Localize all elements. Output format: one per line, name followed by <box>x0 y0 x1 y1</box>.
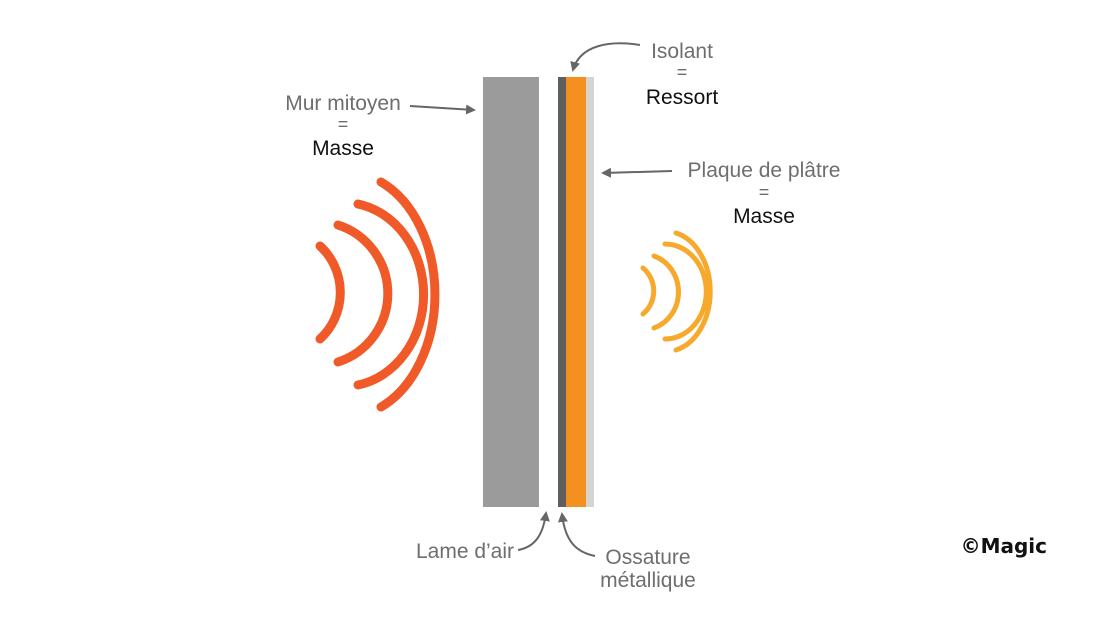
label-isolant: Isolant <box>651 40 713 63</box>
sound-waves-loud-icon <box>315 177 440 412</box>
label-ossature-line2: métallique <box>600 569 696 592</box>
label-isolant-equals: = <box>677 62 688 82</box>
label-isolant-role: Ressort <box>646 86 719 109</box>
metal-frame <box>558 77 566 507</box>
label-mur-mitoyen-equals: = <box>338 114 349 134</box>
sound-waves-quiet-icon <box>640 230 713 353</box>
quiet-wave-3 <box>662 241 709 342</box>
label-plaque-de-platre: Plaque de plâtre <box>688 159 841 182</box>
label-lame-d-air: Lame d’air <box>416 540 514 563</box>
curved-arrow-icon <box>409 42 673 557</box>
label-mur-mitoyen: Mur mitoyen <box>285 92 401 115</box>
arrow-mur-mitoyen <box>409 104 476 115</box>
loud-wave-3 <box>353 199 429 390</box>
insulation-layer <box>566 77 586 507</box>
arrow-isolant <box>570 42 641 72</box>
loud-wave-2 <box>333 220 393 367</box>
loud-wave-1 <box>315 241 345 344</box>
quiet-wave-2 <box>651 253 681 331</box>
copyright-mark: ©Magic <box>961 534 1047 558</box>
quiet-wave-4 <box>673 230 713 353</box>
party-wall <box>483 77 539 507</box>
arrow-lame-d-air <box>517 511 550 551</box>
label-ossature-line1: Ossature <box>605 546 690 569</box>
label-plaque-de-platre-role: Masse <box>733 205 795 228</box>
arrow-ossature <box>557 512 596 557</box>
quiet-wave-1 <box>640 265 657 317</box>
label-mur-mitoyen-role: Masse <box>312 137 374 160</box>
arrow-plaque-de-platre <box>601 167 673 178</box>
label-plaque-de-platre-equals: = <box>759 182 770 202</box>
loud-wave-4 <box>376 177 440 412</box>
plasterboard <box>586 77 594 507</box>
